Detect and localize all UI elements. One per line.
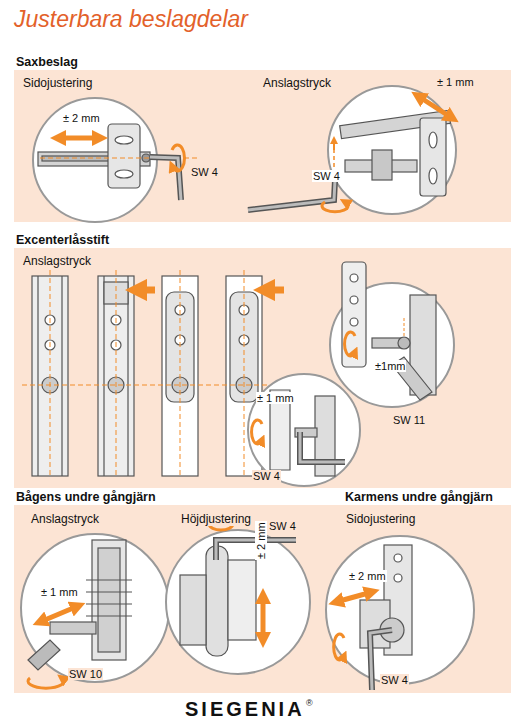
registered-mark: ® [306,698,313,708]
dimension: ± 2 mm [348,570,387,582]
tool-size: SW 4 [312,170,341,182]
panel-label: Höjdjustering [180,512,252,526]
dimension: ± 1 mm [256,392,295,404]
dimension: ± 1 mm [436,76,475,88]
tool-size: SW 4 [380,674,409,686]
section-heading: Bågens undre gångjärn [16,490,156,504]
section-heading: Karmens undre gångjärn [345,490,493,504]
tool-size: SW 4 [268,520,297,532]
tool-size: SW 4 [190,166,219,178]
dimension: ± 2 mm [62,112,101,124]
tool-size: SW 11 [392,414,426,426]
panel-label: Anslagstryck [262,76,332,90]
section-heading: Excenterlåsstift [16,233,109,247]
dimension: ± 2 mm [255,521,267,560]
dimension: ±1mm [374,360,406,372]
brand-logo: SIEGENIA [185,698,305,721]
tool-size: SW 10 [68,668,103,680]
dimension: ± 1 mm [40,586,79,598]
tool-size: SW 4 [252,470,281,482]
panel-label: Anslagstryck [22,254,92,268]
panel-label: Sidojustering [345,512,416,526]
section-heading: Saxbeslag [16,55,78,69]
page-title: Justerbara beslagdelar [14,6,248,33]
panel-label: Sidojustering [22,76,93,90]
panel-label: Anslagstryck [30,512,100,526]
